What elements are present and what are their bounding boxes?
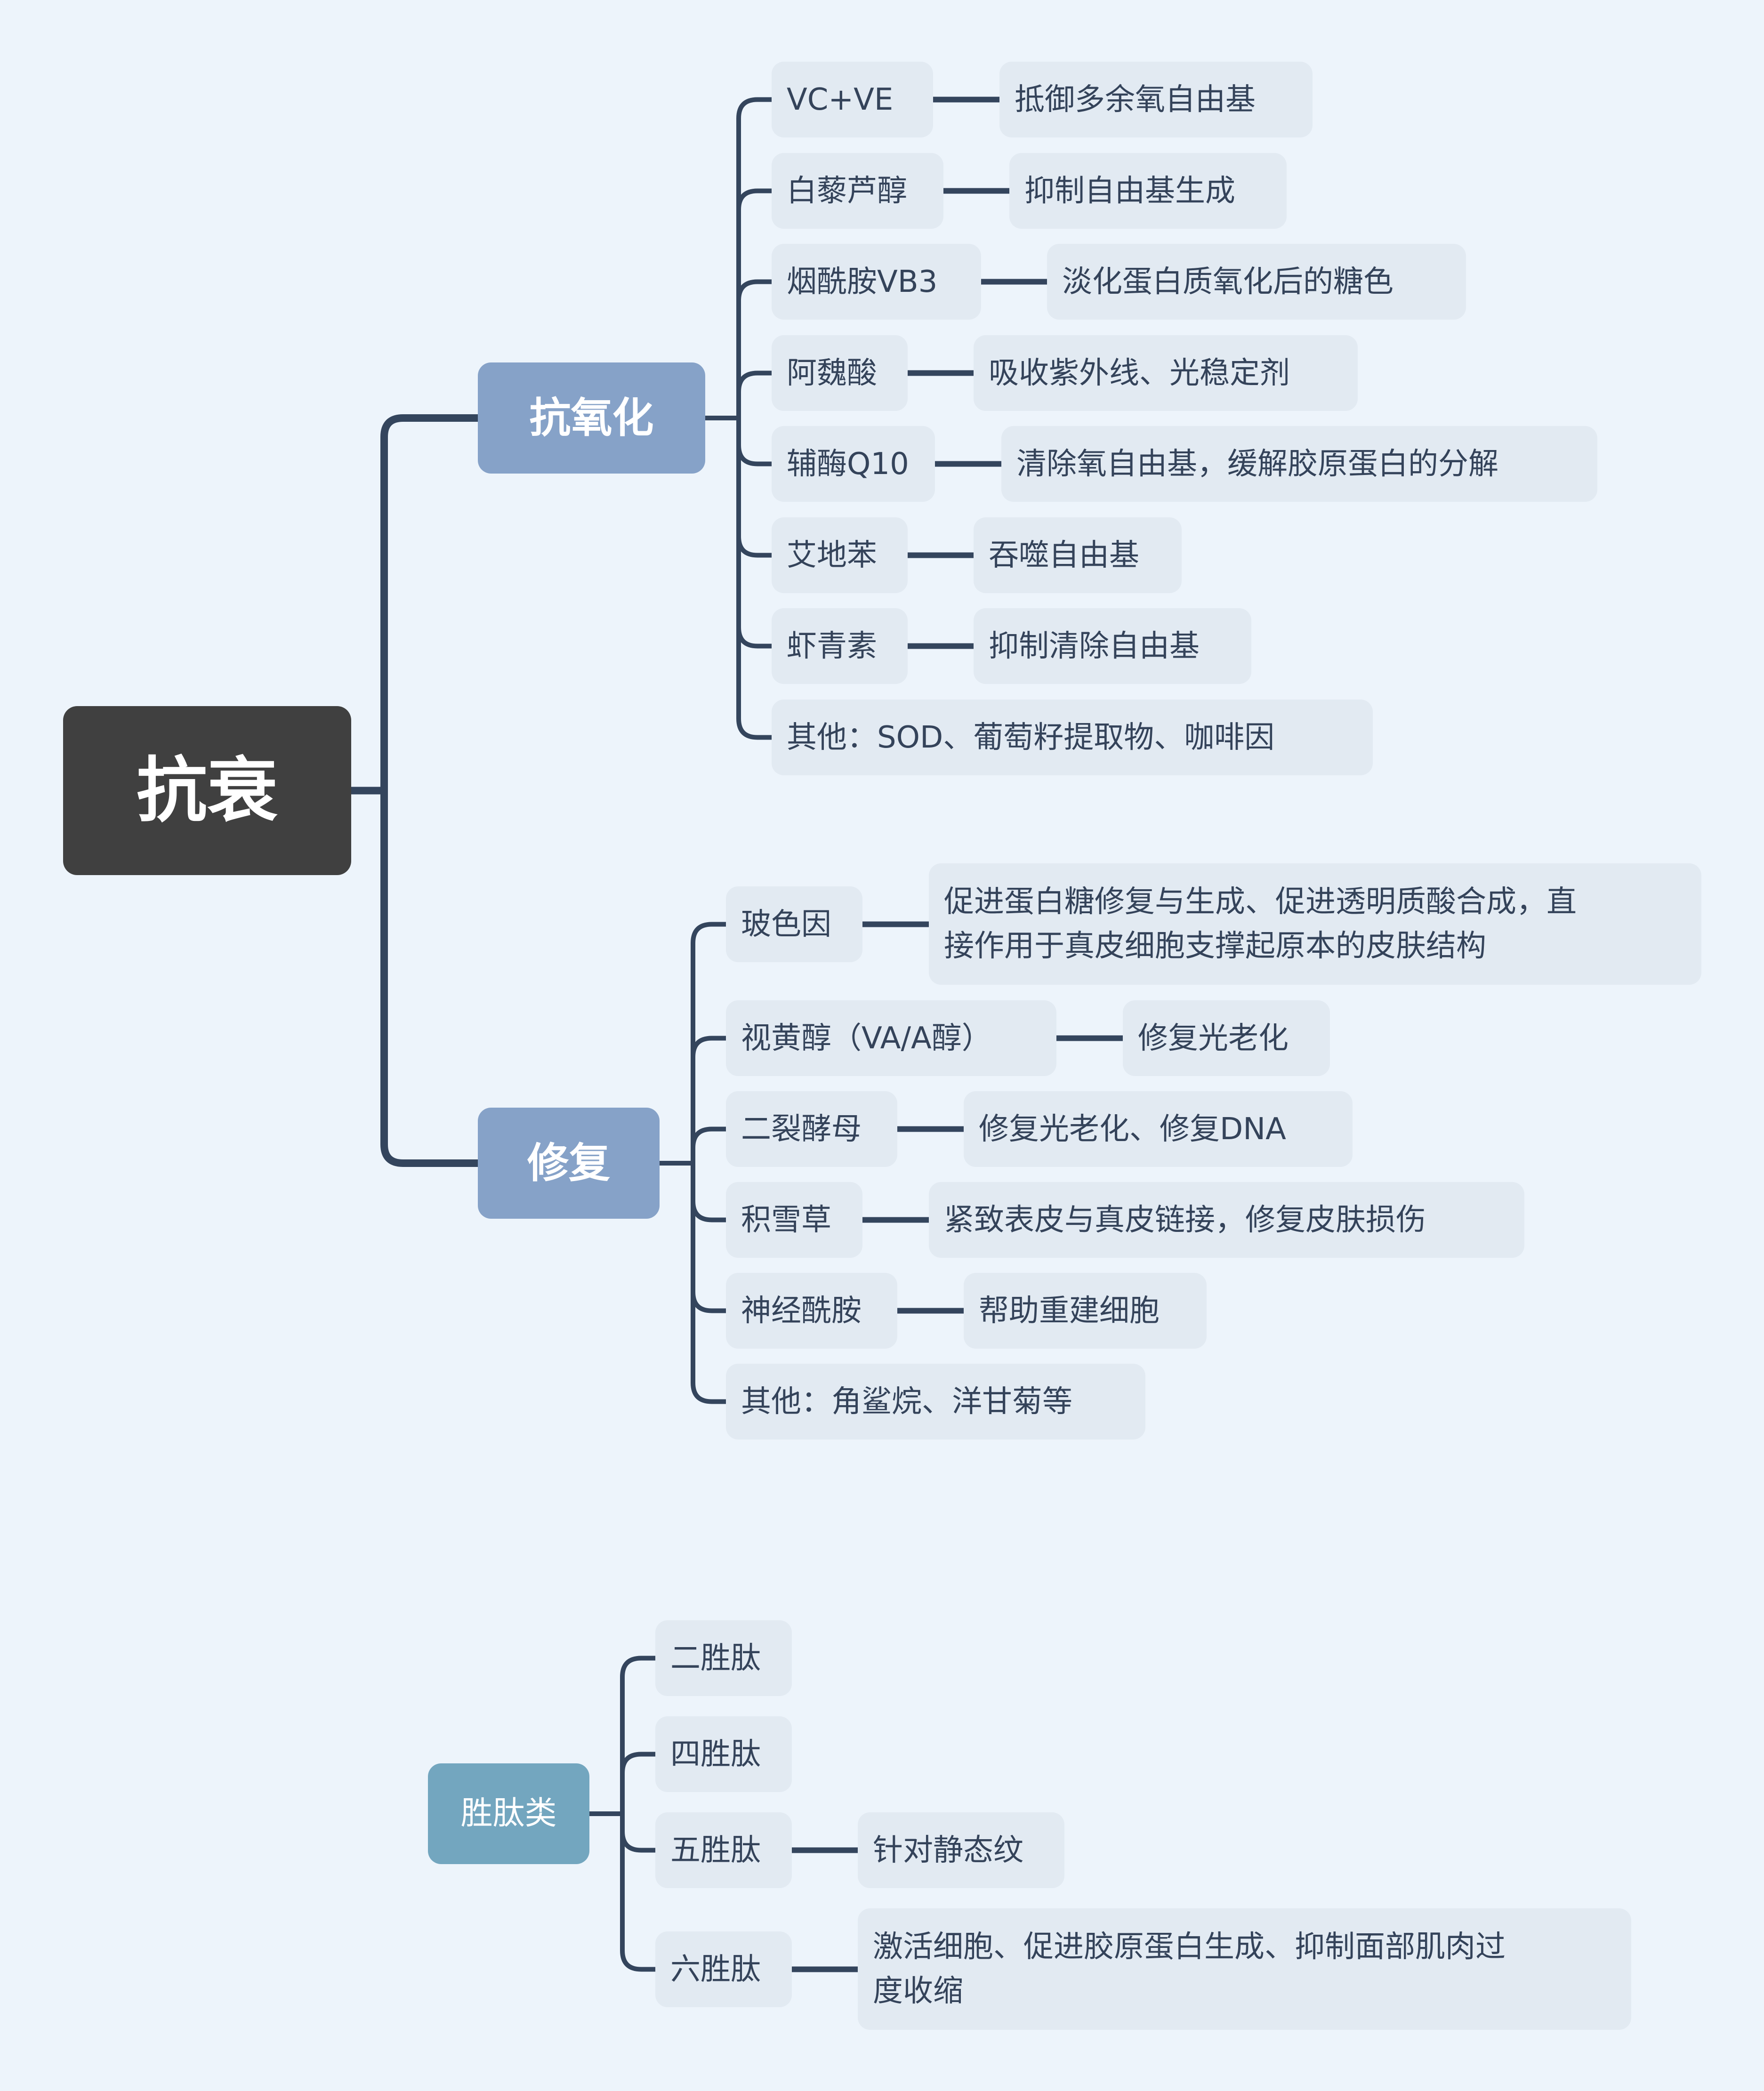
description-text-line: 激活细胞、促进胶原蛋白生成、抑制面部肌肉过 [873, 1930, 1506, 1964]
description-text: 针对静态纹 [873, 1833, 1023, 1868]
subtopic-description[interactable]: 修复光老化 [1123, 1000, 1330, 1076]
description-text: 吞噬自由基 [989, 538, 1139, 573]
antioxidant-branch-connector [736, 418, 772, 558]
subtopic[interactable]: 积雪草 [726, 1182, 862, 1258]
subtopic[interactable]: 五胜肽 [655, 1812, 792, 1888]
root-branch-connector [380, 414, 478, 791]
subtopic[interactable]: 四胜肽 [655, 1716, 792, 1792]
subtopic-description[interactable]: 帮助重建细胞 [964, 1273, 1207, 1349]
subtopic-description[interactable]: 促进蛋白糖修复与生成、促进透明质酸合成，直 接作用于真皮细胞支撑起原本的皮肤结构 [929, 863, 1701, 985]
antioxidant-branch-connector [736, 370, 772, 418]
root-branch-connector [380, 790, 478, 1167]
description-text: 修复光老化 [1138, 1021, 1289, 1056]
subtopic-description[interactable]: 吞噬自由基 [974, 517, 1182, 593]
subtopic-description[interactable]: 抑制自由基生成 [1009, 153, 1287, 229]
subtopic[interactable]: 白藜芦醇 [772, 153, 943, 229]
subtopic-description[interactable]: 修复光老化、修复DNA [964, 1091, 1353, 1167]
repair-branch-connector [691, 922, 726, 1163]
subtopic[interactable]: 烟酰胺VB3 [772, 244, 981, 320]
subtopic[interactable]: 视黄醇（VA/A醇） [726, 1000, 1056, 1076]
description-text: 淡化蛋白质氧化后的糖色 [1062, 264, 1393, 299]
subtopic-description[interactable]: 抵御多余氧自由基 [999, 62, 1313, 137]
subtopic-description[interactable]: 针对静态纹 [858, 1812, 1064, 1888]
subtopic-label: 阿魏酸 [787, 355, 877, 391]
subtopic[interactable]: 辅酶Q10 [772, 426, 935, 502]
antioxidant-branch-connector [736, 418, 772, 649]
repair-branch-connector [691, 1126, 726, 1163]
description-text: 抑制自由基生成 [1024, 173, 1235, 209]
subtopic[interactable]: 艾地苯 [772, 517, 908, 593]
description-text: 紧致表皮与真皮链接，修复皮肤损伤 [944, 1202, 1426, 1238]
subtopic[interactable]: 二胜肽 [655, 1620, 792, 1696]
main-topic-label: 抗氧化 [529, 394, 654, 442]
subtopic-description[interactable]: 吸收紫外线、光稳定剂 [974, 335, 1358, 411]
peptide-branch-connector [620, 1752, 655, 1814]
subtopic[interactable]: 二裂酵母 [726, 1091, 897, 1167]
subtopic-label: 玻色因 [741, 907, 831, 942]
subtopic-label: 四胜肽 [670, 1737, 761, 1772]
main-topic-label: 修复 [527, 1139, 610, 1187]
description-text-line: 接作用于真皮细胞支撑起原本的皮肤结构 [944, 929, 1486, 964]
main-topic-repair[interactable]: 修复 [478, 1108, 660, 1219]
floating-topic-peptides[interactable]: 胜肽类 [428, 1763, 589, 1864]
description-text: 抑制清除自由基 [989, 628, 1200, 664]
antioxidant-branch-connector [736, 418, 772, 466]
subtopic[interactable]: 六胜肽 [655, 1931, 792, 2007]
subtopic-label: 六胜肽 [670, 1952, 761, 1987]
repair-branch-connector [691, 1163, 726, 1222]
main-topic-antioxidant[interactable]: 抗氧化 [478, 362, 705, 474]
subtopic[interactable]: 其他：角鲨烷、洋甘菊等 [726, 1364, 1145, 1440]
subtopic-label: 白藜芦醇 [787, 173, 907, 209]
subtopic-label: 神经酰胺 [741, 1293, 862, 1328]
subtopic-label: 其他：SOD、葡萄籽提取物、咖啡因 [787, 720, 1275, 755]
subtopic-label: VC+VE [787, 82, 894, 117]
subtopic-description[interactable]: 清除氧自由基，缓解胶原蛋白的分解 [1001, 426, 1597, 502]
subtopic-label: 二胜肽 [670, 1641, 761, 1676]
description-text-line: 促进蛋白糖修复与生成、促进透明质酸合成，直 [944, 885, 1577, 919]
description-text: 抵御多余氧自由基 [1015, 82, 1256, 117]
repair-branch-connector [691, 1163, 726, 1313]
subtopic-label: 积雪草 [741, 1202, 831, 1238]
floating-topic-label: 胜肽类 [460, 1795, 557, 1832]
subtopic-label: 虾青素 [787, 628, 877, 664]
description-text: 吸收紫外线、光稳定剂 [989, 355, 1290, 391]
description-text: 修复光老化、修复DNA [979, 1111, 1286, 1147]
subtopic[interactable]: 玻色因 [726, 886, 862, 962]
peptide-branch-connector [620, 1814, 655, 1972]
subtopic[interactable]: 虾青素 [772, 608, 908, 684]
antioxidant-branch-connector [736, 188, 772, 418]
subtopic-label: 其他：角鲨烷、洋甘菊等 [741, 1384, 1072, 1419]
subtopic[interactable]: 神经酰胺 [726, 1273, 897, 1349]
repair-branch-connector [691, 1163, 726, 1404]
subtopic-label: 视黄醇（VA/A醇） [741, 1021, 992, 1056]
subtopic[interactable]: 阿魏酸 [772, 335, 908, 411]
subtopic-label: 艾地苯 [787, 538, 877, 573]
antioxidant-branch-connector [736, 97, 772, 418]
subtopic-label: 辅酶Q10 [787, 446, 909, 482]
description-text: 帮助重建细胞 [979, 1293, 1160, 1328]
peptide-branch-connector [620, 1656, 655, 1814]
subtopic-description[interactable]: 激活细胞、促进胶原蛋白生成、抑制面部肌肉过 度收缩 [858, 1908, 1631, 2030]
subtopic[interactable]: VC+VE [772, 62, 933, 137]
subtopic-label: 二裂酵母 [741, 1111, 862, 1147]
root-topic[interactable]: 抗衰 [63, 706, 351, 875]
repair-branch-connector [691, 1036, 726, 1163]
subtopic-description[interactable]: 抑制清除自由基 [974, 608, 1251, 684]
description-text: 清除氧自由基，缓解胶原蛋白的分解 [1016, 446, 1498, 482]
antioxidant-branch-connector [736, 418, 772, 740]
antioxidant-branch-connector [736, 279, 772, 418]
root-topic-label: 抗衰 [136, 749, 278, 832]
peptide-branch-connector [620, 1814, 655, 1853]
subtopic-label: 五胜肽 [670, 1833, 761, 1868]
subtopic-description[interactable]: 淡化蛋白质氧化后的糖色 [1047, 244, 1466, 320]
subtopic-description[interactable]: 紧致表皮与真皮链接，修复皮肤损伤 [929, 1182, 1524, 1258]
subtopic[interactable]: 其他：SOD、葡萄籽提取物、咖啡因 [772, 700, 1373, 775]
subtopic-label: 烟酰胺VB3 [787, 264, 938, 299]
description-text-line: 度收缩 [873, 1974, 963, 2009]
